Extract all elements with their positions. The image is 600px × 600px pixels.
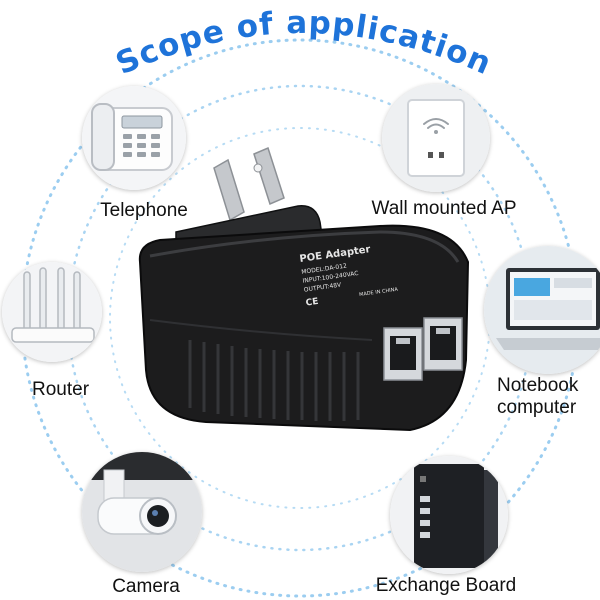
notebook-label: Notebook computer <box>497 375 578 419</box>
laptop-icon <box>484 246 600 374</box>
page-title: Scope of application <box>111 5 496 82</box>
camera-label: Camera <box>112 576 180 597</box>
notebook-label-line-2: computer <box>497 397 577 418</box>
router-icon <box>2 262 102 362</box>
wifi-panel-icon <box>382 84 490 192</box>
router-label: Router <box>32 379 90 400</box>
exchange-board-thumbnail <box>390 456 508 574</box>
telephone-thumbnail <box>82 86 186 190</box>
notebook-label-line-1: Notebook <box>497 375 579 396</box>
adapter-label-line-6: MADE IN CHINA <box>359 287 399 298</box>
wall-ap-label: Wall mounted AP <box>371 198 517 219</box>
adapter-ce-mark: CE <box>305 297 319 309</box>
wall-ap-thumbnail <box>382 84 490 192</box>
network-switch-icon <box>390 456 508 574</box>
router-thumbnail <box>2 262 102 362</box>
exchange-board-label: Exchange Board <box>375 575 517 596</box>
vent-ribs <box>188 340 360 421</box>
camera-icon <box>82 452 202 572</box>
plug-prongs <box>213 146 285 222</box>
telephone-label: Telephone <box>100 200 188 221</box>
ethernet-ports <box>383 317 463 381</box>
notebook-thumbnail <box>484 246 600 374</box>
telephone-icon <box>82 86 186 190</box>
camera-thumbnail <box>82 452 202 572</box>
